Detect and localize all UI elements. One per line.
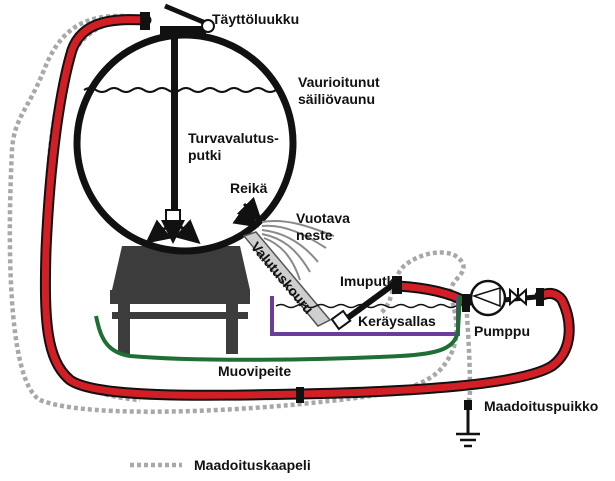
valve-icon [509,287,527,307]
label-plastic-cover: Muovipeite [218,363,291,379]
suction-pipe [330,276,402,331]
grounding-rod [456,400,480,448]
label-damaged-tank-1: Vaurioitunut [298,74,380,90]
tank-crossbar [112,312,248,319]
label-grounding-rod: Maadoituspuikko [484,398,598,414]
hose-coupling [296,387,304,403]
hose [39,12,575,403]
leaking-liquid [261,220,335,281]
hose-coupling [140,12,150,30]
label-collection-basin: Keräysallas [358,313,436,329]
filling-hatch [160,26,206,38]
tank-leg-left [118,304,130,354]
drain-pipe [171,36,178,212]
drain-pipe-end [165,209,181,227]
drain-chute [242,231,332,327]
hatch-hinge [201,19,215,33]
tank-frame [110,290,250,304]
tank-leg-right [226,304,238,354]
label-damaged-tank-2: säiliövaunu [298,91,375,107]
label-leaking-liquid-1: Vuotava [296,210,350,226]
hole-arrow [232,203,259,228]
liquid-surface [83,87,277,93]
label-leaking-liquid-2: neste [296,227,333,243]
label-drain-pipe-1: Turvavalutus- [188,130,279,146]
label-pump: Pumppu [474,323,530,339]
label-filling-hatch: Täyttöluukku [212,11,299,27]
label-suction-pipe: Imuputki [340,273,398,289]
tank-support [112,246,250,290]
hose-coupling [536,288,544,306]
plastic-cover [94,295,462,362]
hose-coupling [462,294,470,312]
label-grounding-cable: Maadoituskaapeli [194,457,311,473]
label-drain-pipe-2: putki [188,147,221,163]
label-hole: Reikä [230,180,268,196]
